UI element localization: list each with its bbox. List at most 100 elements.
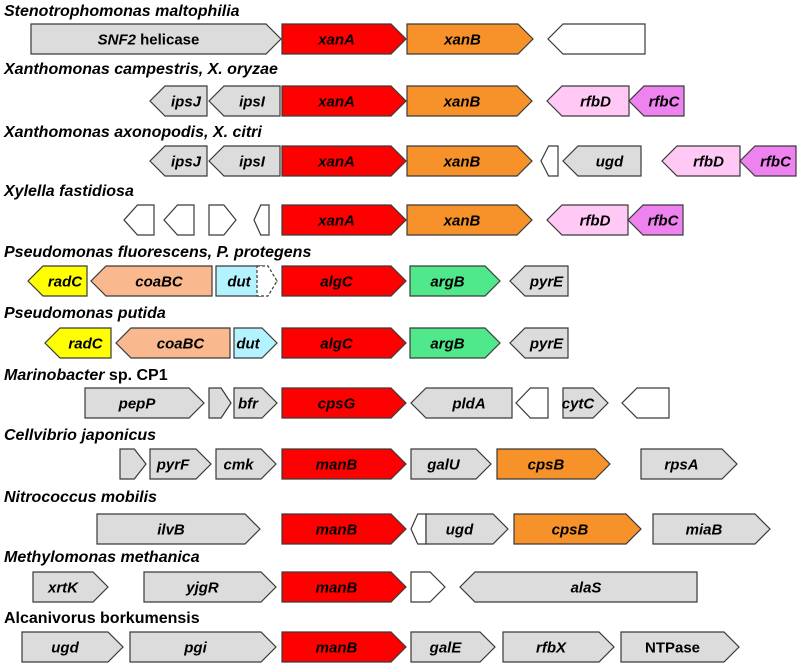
gene-arrow-rfbd bbox=[546, 204, 629, 236]
gene-arrow-rfbx bbox=[502, 631, 615, 663]
gene-label-part: xanB bbox=[443, 32, 481, 49]
gene-label: coaBC bbox=[135, 274, 184, 291]
organism-title: Xanthomonas campestris, X. oryzae bbox=[3, 61, 278, 78]
gene-label-part: xrtK bbox=[47, 580, 79, 597]
gene-arrow-manb bbox=[281, 571, 407, 603]
gene-arrow-pyre bbox=[509, 327, 569, 359]
gene-arrow-ugd bbox=[425, 513, 509, 545]
gene-arrow-rfbd bbox=[661, 145, 741, 177]
organism-name-part: Pseudomonas putida bbox=[4, 305, 166, 322]
gene-label: pldA bbox=[451, 396, 485, 413]
gene-label-part: bfr bbox=[238, 396, 259, 413]
gene-label: yjgR bbox=[185, 580, 219, 597]
gene-arrow-cytc bbox=[562, 387, 609, 419]
gene-arrow-pyre bbox=[509, 265, 569, 297]
gene-label: xanA bbox=[317, 32, 355, 49]
gene-arrow-xanb bbox=[406, 145, 533, 177]
gene-arrow-cpsb bbox=[496, 448, 611, 480]
gene-label: pepP bbox=[118, 396, 157, 413]
gene-label-part: pyrE bbox=[529, 274, 564, 291]
gene-arrow-rfbc bbox=[739, 145, 797, 177]
gene-label: galU bbox=[426, 457, 461, 474]
gene-label: manB bbox=[316, 457, 358, 474]
gene-arrow-coabc bbox=[115, 327, 231, 359]
gene-label-part: rfbD bbox=[580, 213, 611, 230]
gene-arrow-ipsj bbox=[149, 85, 208, 117]
organism-title: Cellvibrio japonicus bbox=[4, 427, 156, 444]
gene-label: cpsG bbox=[318, 396, 356, 413]
gene-label: ipsJ bbox=[171, 154, 202, 171]
gene-label-part: ipsI bbox=[239, 154, 266, 171]
gene-arrow-yjgr bbox=[143, 571, 277, 603]
organism-name-part: Nitrococcus mobilis bbox=[4, 489, 157, 506]
organism-title: Stenotrophomonas maltophilia bbox=[4, 3, 240, 20]
organism-title: Pseudomonas putida bbox=[4, 305, 166, 322]
gene-arrow-ipsi bbox=[208, 85, 281, 117]
gene-label-part: radC bbox=[68, 336, 103, 353]
gene-arrow-manb bbox=[281, 448, 407, 480]
gene-label: dut bbox=[227, 274, 251, 291]
gene-label: dut bbox=[236, 336, 260, 353]
gene-label: coaBC bbox=[157, 336, 206, 353]
gene-arrow-pyrf bbox=[149, 448, 212, 480]
gene-arrow-gale bbox=[410, 631, 496, 663]
gene-arrow-xanb bbox=[406, 23, 534, 55]
gene-arrow-ilvb bbox=[96, 513, 261, 545]
gene-label: galE bbox=[429, 640, 463, 657]
gene-arrow-unlabeled bbox=[410, 513, 427, 545]
gene-arrow-xana bbox=[281, 85, 407, 117]
gene-label-part: ipsJ bbox=[171, 154, 202, 171]
gene-arrow-pgi bbox=[129, 631, 277, 663]
gene-arrow-cmk bbox=[215, 448, 277, 480]
gene-arrow-xana bbox=[281, 23, 407, 55]
gene-arrow-xana bbox=[281, 145, 407, 177]
gene-arrow-pepp bbox=[84, 387, 205, 419]
gene-label: ipsJ bbox=[171, 94, 202, 111]
gene-arrow-unlabeled bbox=[208, 387, 232, 419]
organism-title: Xylella fastidiosa bbox=[3, 183, 134, 200]
gene-label: cytC bbox=[562, 396, 596, 413]
gene-label: rfbD bbox=[693, 154, 724, 171]
gene-label-part: rpsA bbox=[664, 457, 698, 474]
gene-label-part: ilvB bbox=[157, 522, 185, 539]
gene-label: xanB bbox=[443, 154, 481, 171]
gene-label-part: pepP bbox=[118, 396, 157, 413]
gene-label: cpsB bbox=[528, 457, 565, 474]
gene-label-part: pgi bbox=[183, 640, 207, 657]
gene-label: NTPase bbox=[645, 640, 700, 657]
gene-label: algC bbox=[320, 274, 354, 291]
gene-arrow-argb bbox=[409, 327, 501, 359]
gene-arrow-unlabeled bbox=[123, 204, 155, 236]
gene-arrow-unlabeled bbox=[410, 571, 446, 603]
gene-arrow-rfbc bbox=[627, 204, 684, 236]
gene-label: argB bbox=[430, 336, 464, 353]
gene-label-part: galE bbox=[429, 640, 463, 657]
gene-label-part: ipsI bbox=[239, 94, 266, 111]
gene-arrow-radc bbox=[27, 265, 88, 297]
gene-label-part: galU bbox=[426, 457, 461, 474]
gene-arrow-cpsb bbox=[513, 513, 642, 545]
gene-arrow-unlabeled bbox=[253, 204, 270, 236]
gene-label: cmk bbox=[223, 457, 254, 474]
organism-name-part: sp. CP1 bbox=[104, 367, 167, 384]
gene-arrow-unlabeled bbox=[515, 387, 549, 419]
gene-label: miaB bbox=[686, 522, 723, 539]
gene-label: rfbC bbox=[648, 213, 680, 230]
organism-title: Alcanivorus borkumensis bbox=[4, 610, 200, 627]
gene-label-part: xanA bbox=[317, 154, 355, 171]
gene-label-part: helicase bbox=[136, 32, 199, 49]
gene-label-part: ugd bbox=[51, 640, 79, 657]
gene-label-part: algC bbox=[320, 274, 354, 291]
gene-label-part: miaB bbox=[686, 522, 723, 539]
gene-label: ipsI bbox=[239, 94, 266, 111]
gene-arrow-unlabeled bbox=[547, 23, 646, 55]
gene-label-part: coaBC bbox=[135, 274, 184, 291]
gene-label-part: xanA bbox=[317, 213, 355, 230]
organism-title: Nitrococcus mobilis bbox=[4, 489, 157, 506]
gene-label-part: xanA bbox=[317, 94, 355, 111]
